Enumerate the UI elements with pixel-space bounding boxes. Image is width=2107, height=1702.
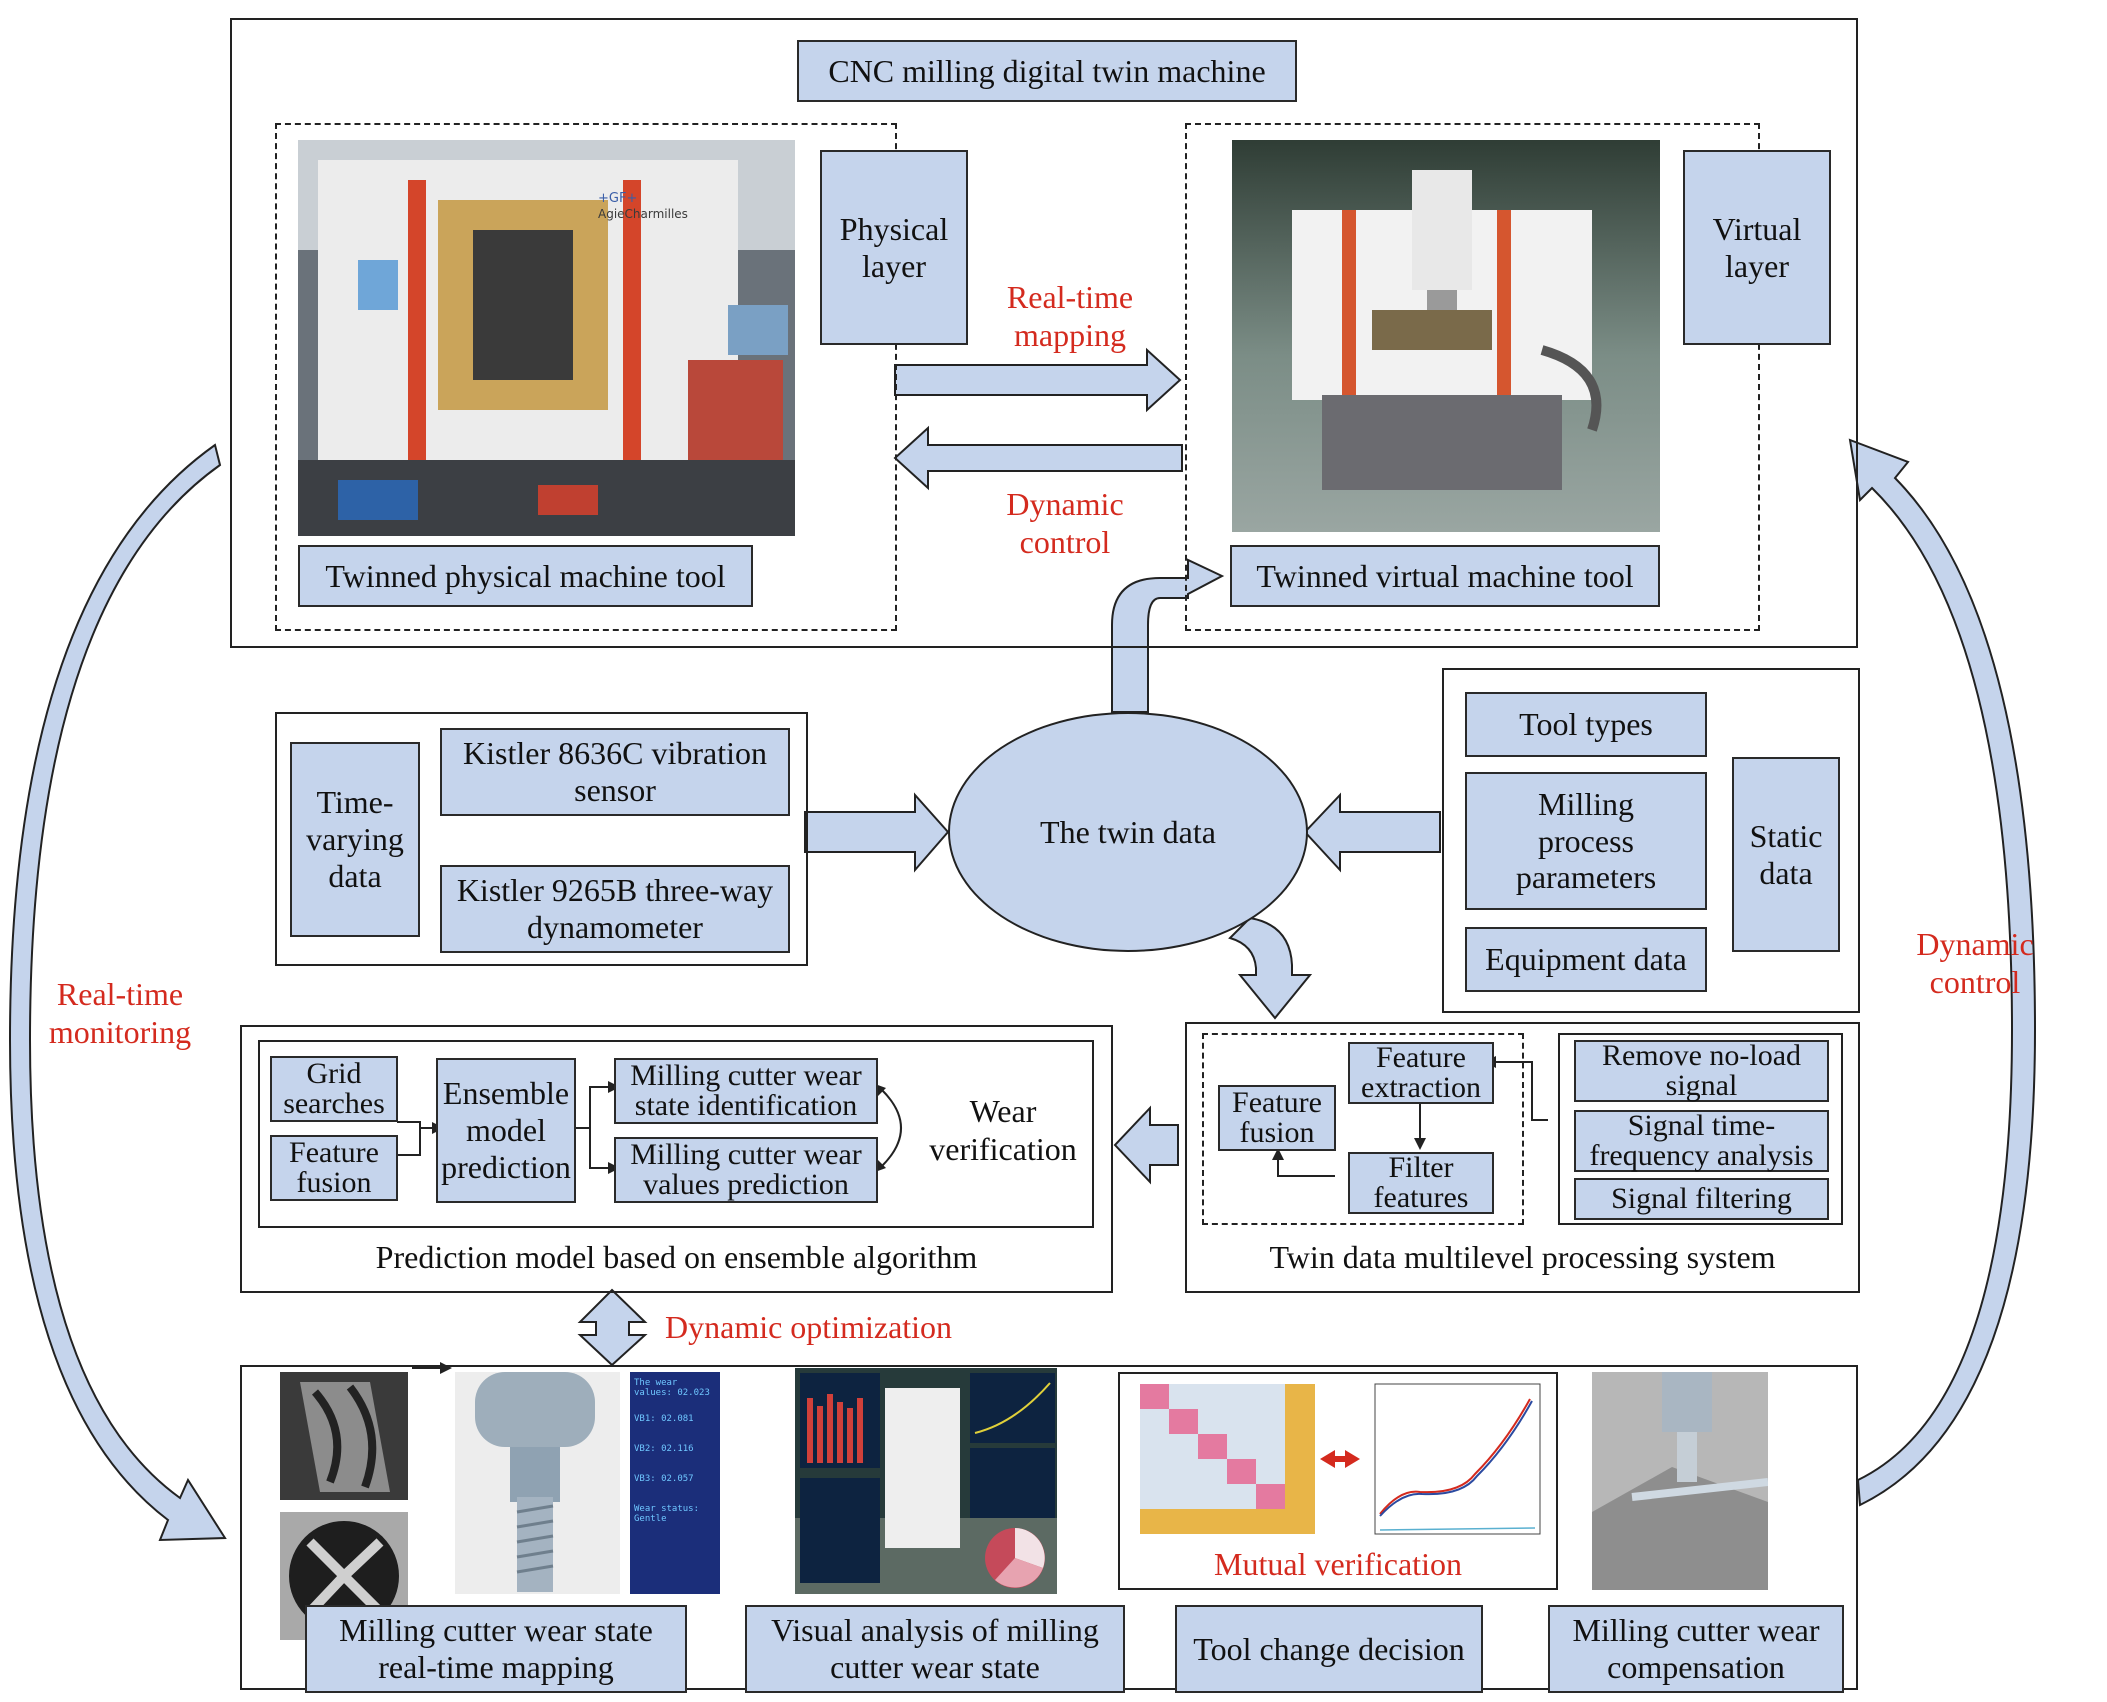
wear-compensation-box: Milling cutter wear compensation xyxy=(1548,1605,1844,1693)
processing-feature-region xyxy=(1202,1033,1524,1225)
equipment-data-box: Equipment data xyxy=(1465,927,1707,992)
twin-to-processing-arrow xyxy=(1228,916,1313,1020)
static-data-panel xyxy=(1442,668,1860,1013)
process-parameters-box: Milling process parameters xyxy=(1465,772,1707,910)
cutter-model-render xyxy=(455,1372,620,1594)
tool-change-decision-box: Tool change decision xyxy=(1175,1605,1483,1693)
prediction-caption: Prediction model based on ensemble algor… xyxy=(375,1239,978,1275)
remove-no-load-box: Remove no-load signal xyxy=(1574,1040,1829,1102)
wear-state-identification-box: Milling cutter wear state identification xyxy=(614,1058,878,1124)
wear-value-item: VB3: 02.057 xyxy=(634,1474,694,1484)
dynamic-optimization-label: Dynamic optimization xyxy=(665,1309,953,1345)
wear-values-prediction-box: Milling cutter wear values prediction xyxy=(614,1137,878,1203)
processing-to-prediction-arrow xyxy=(1113,1105,1179,1185)
wear-verification-label: Wear verification xyxy=(929,1093,1077,1168)
right-dynamic-control-label: Dynamic control xyxy=(1916,926,2034,1001)
signal-processing-region xyxy=(1558,1033,1843,1225)
realtime-mapping-arrow xyxy=(894,347,1182,413)
signal-filtering-box: Signal filtering xyxy=(1574,1178,1829,1220)
processing-panel xyxy=(1185,1022,1860,1293)
mutual-verification-figure xyxy=(1118,1372,1558,1590)
twin-to-virtual-arrow xyxy=(1111,558,1225,713)
digital-twin-title: CNC milling digital twin machine xyxy=(797,40,1297,102)
filter-features-box: Filter features xyxy=(1348,1152,1494,1214)
virtual-layer-label: Virtual layer xyxy=(1683,150,1831,345)
realtime-mapping-box: Milling cutter wear state real-time mapp… xyxy=(305,1605,687,1693)
static-data-label: Static data xyxy=(1732,757,1840,952)
time-varying-panel xyxy=(275,712,808,966)
wear-compensation-render xyxy=(1592,1372,1768,1590)
physical-machine-photo: +GF+ AgieCharmilles xyxy=(298,140,795,536)
dynamic-optimization-arrow xyxy=(577,1288,648,1367)
prediction-panel xyxy=(240,1025,1113,1293)
sensors-to-twin-arrow xyxy=(804,792,950,873)
physical-layer-label: Physical layer xyxy=(820,150,968,345)
visual-analysis-dashboard xyxy=(795,1368,1057,1594)
physical-tool-label: Twinned physical machine tool xyxy=(298,545,753,607)
wear-value-item: The wear values: 02.023 xyxy=(634,1378,710,1398)
dynamic-control-arrow xyxy=(893,425,1183,491)
virtual-machine-render xyxy=(1232,140,1660,532)
wear-values-panel: The wear values: 02.023 VB1: 02.081 VB2:… xyxy=(630,1372,720,1594)
realtime-monitoring-label: Real-time monitoring xyxy=(48,976,192,1051)
realtime-monitoring-arrow xyxy=(8,443,227,1542)
feature-extraction-box: Feature extraction xyxy=(1348,1042,1494,1104)
time-frequency-box: Signal time- frequency analysis xyxy=(1574,1110,1829,1172)
wear-value-item: VB1: 02.081 xyxy=(634,1414,694,1424)
physical-region xyxy=(275,123,897,631)
dynamic-control-return-arrow xyxy=(1848,438,2037,1507)
vibration-sensor-box: Kistler 8636C vibration sensor xyxy=(440,728,790,816)
ensemble-model-box: Ensemble model prediction xyxy=(436,1058,576,1203)
visual-analysis-box: Visual analysis of milling cutter wear s… xyxy=(745,1605,1125,1693)
machine-brand-label: +GF+ xyxy=(598,191,637,206)
wear-value-item: Wear status: Gentle xyxy=(634,1504,700,1524)
realtime-mapping-label: Real-time mapping xyxy=(1006,279,1134,354)
processing-caption: Twin data multilevel processing system xyxy=(1269,1239,1776,1275)
end-mill-side-photo xyxy=(280,1372,408,1500)
processing-feature-fusion-box: Feature fusion xyxy=(1218,1085,1336,1151)
tool-types-box: Tool types xyxy=(1465,692,1707,757)
time-varying-label: Time- varying data xyxy=(290,742,420,937)
digital-twin-machine-panel xyxy=(230,18,1858,648)
mutual-verification-label: Mutual verification xyxy=(1214,1546,1462,1582)
twin-data-node: The twin data xyxy=(948,712,1308,952)
grid-searches-box: Grid searches xyxy=(270,1056,398,1122)
static-to-twin-arrow xyxy=(1303,792,1441,873)
svg-text:AgieCharmilles: AgieCharmilles xyxy=(598,207,688,221)
prediction-inner-panel xyxy=(258,1040,1094,1228)
feature-fusion-box: Feature fusion xyxy=(270,1135,398,1201)
virtual-tool-label: Twinned virtual machine tool xyxy=(1230,545,1660,607)
dynamometer-box: Kistler 9265B three-way dynamometer xyxy=(440,865,790,953)
wear-value-item: VB2: 02.116 xyxy=(634,1444,694,1454)
virtual-region xyxy=(1185,123,1760,631)
dynamic-control-label: Dynamic control xyxy=(1006,486,1124,561)
